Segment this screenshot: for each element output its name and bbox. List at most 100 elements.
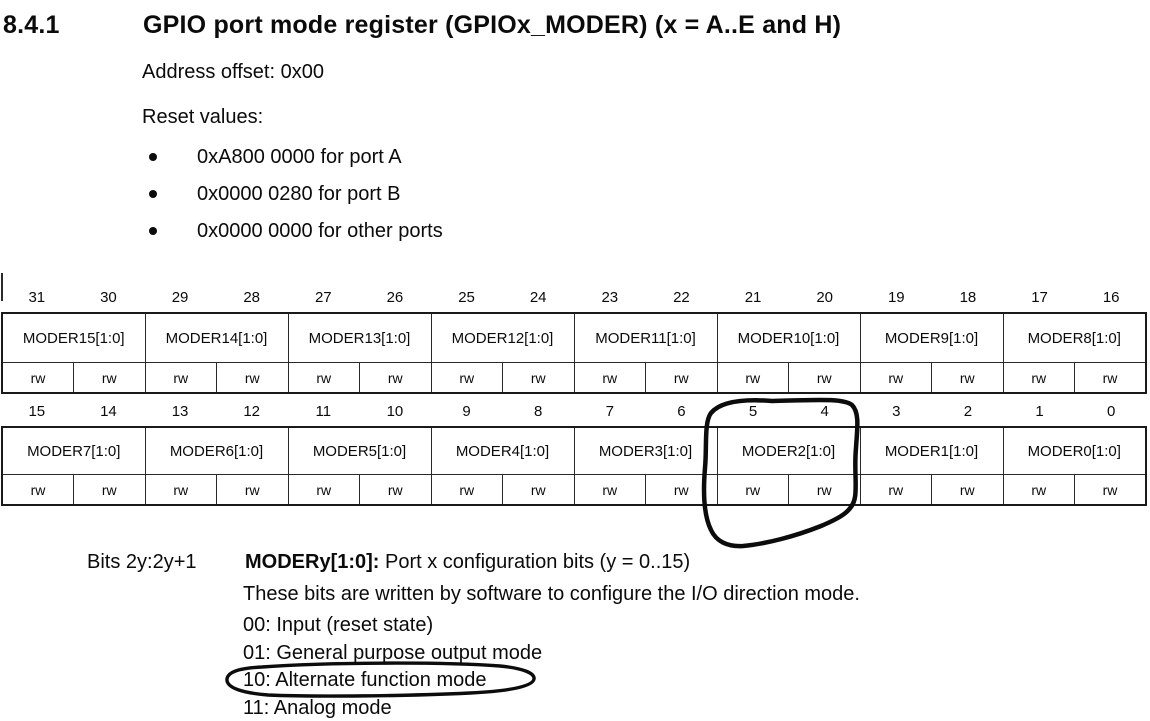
bit-number: 2 (963, 403, 973, 420)
reset-value-item: 0x0000 0000 for other ports (197, 220, 443, 242)
reset-value-item: 0xA800 0000 for port A (197, 146, 402, 168)
bit-number: 13 (171, 403, 189, 420)
access-type-cell: rw (1074, 362, 1147, 394)
register-field-cell: MODER9[1:0] (859, 312, 1004, 363)
access-type-cell: rw (359, 474, 432, 506)
table-edge-tick (1, 273, 3, 301)
access-type-cell: rw (645, 474, 718, 506)
register-field-cell: MODER2[1:0] (716, 426, 861, 475)
bit-number: 4 (820, 403, 829, 420)
access-type-cell: rw (287, 362, 360, 394)
access-type-cell: rw (859, 362, 932, 394)
field-name: MODERy[1:0]: (245, 551, 380, 573)
access-type-cell: rw (1, 362, 74, 394)
access-type-cell: rw (1002, 474, 1075, 506)
bit-number: 7 (605, 403, 614, 420)
access-type-cell: rw (1, 474, 74, 506)
register-field-cell: MODER14[1:0] (144, 312, 289, 363)
bit-number: 30 (100, 289, 117, 306)
mode-option-10: 10: Alternate function mode (243, 669, 487, 691)
register-field-cell: MODER4[1:0] (430, 426, 575, 475)
access-type-cell: rw (430, 474, 503, 506)
bullet-icon (149, 153, 157, 161)
access-type-cell: rw (716, 474, 789, 506)
bit-number: 25 (458, 289, 475, 306)
register-field-cell: MODER15[1:0] (1, 312, 146, 363)
bullet-icon (149, 190, 157, 198)
section-number: 8.4.1 (3, 11, 60, 39)
bit-number: 20 (816, 289, 834, 306)
bit-number: 17 (1031, 289, 1048, 306)
access-type-cell: rw (144, 474, 217, 506)
register-field-cell: MODER0[1:0] (1002, 426, 1147, 475)
access-type-cell: rw (73, 474, 146, 506)
register-field-cell: MODER5[1:0] (287, 426, 432, 475)
access-type-cell: rw (645, 362, 718, 394)
bit-number: 28 (243, 289, 261, 306)
access-type-cell: rw (216, 362, 289, 394)
bit-number: 11 (315, 403, 332, 420)
register-field-cell: MODER8[1:0] (1002, 312, 1147, 363)
register-table-low: MODER7[1:0]MODER6[1:0]MODER5[1:0]MODER4[… (1, 426, 1147, 506)
access-type-cell: rw (73, 362, 146, 394)
access-type-cell: rw (788, 474, 861, 506)
access-type-cell: rw (573, 474, 646, 506)
bit-number: 15 (28, 403, 46, 420)
bit-number: 29 (171, 289, 189, 306)
register-field-cell: MODER10[1:0] (716, 312, 861, 363)
bit-number: 9 (462, 403, 471, 420)
bit-number: 31 (28, 289, 46, 306)
page-title: GPIO port mode register (GPIOx_MODER) (x… (143, 11, 842, 39)
access-type-cell: rw (931, 362, 1004, 394)
bit-number: 12 (243, 403, 261, 420)
register-table-high: MODER15[1:0]MODER14[1:0]MODER13[1:0]MODE… (1, 312, 1147, 394)
register-field-cell: MODER3[1:0] (573, 426, 718, 475)
bit-number: 3 (892, 403, 901, 420)
access-type-cell: rw (287, 474, 360, 506)
bit-number: 10 (386, 403, 404, 420)
register-field-cell: MODER11[1:0] (573, 312, 718, 363)
field-description: Port x configuration bits (y = 0..15) (379, 551, 691, 573)
bits-range-label: Bits 2y:2y+1 (87, 551, 197, 573)
register-field-cell: MODER12[1:0] (430, 312, 575, 363)
access-type-cell: rw (430, 362, 503, 394)
access-type-cell: rw (216, 474, 289, 506)
bit-number: 18 (959, 289, 977, 306)
access-type-cell: rw (502, 362, 575, 394)
bit-number: 8 (534, 403, 543, 420)
access-type-cell: rw (931, 474, 1004, 506)
reset-value-item: 0x0000 0280 for port B (197, 183, 401, 205)
mode-option-01: 01: General purpose output mode (243, 642, 543, 664)
mode-option-11: 11: Analog mode (243, 697, 392, 719)
bit-number: 1 (1035, 403, 1044, 420)
bullet-icon (149, 227, 157, 235)
bit-number: 24 (529, 289, 547, 306)
access-type-cell: rw (788, 362, 861, 394)
register-field-cell: MODER13[1:0] (287, 312, 432, 363)
mode-option-00: 00: Input (reset state) (243, 614, 434, 636)
access-type-cell: rw (859, 474, 932, 506)
access-type-cell: rw (502, 474, 575, 506)
register-field-cell: MODER1[1:0] (859, 426, 1004, 475)
bit-number: 19 (887, 289, 905, 306)
bit-number: 0 (1107, 403, 1116, 420)
access-type-cell: rw (359, 362, 432, 394)
access-type-cell: rw (1002, 362, 1075, 394)
field-definition-line: MODERy[1:0]: Port x configuration bits (… (245, 551, 690, 574)
register-field-row: MODER7[1:0]MODER6[1:0]MODER5[1:0]MODER4[… (1, 426, 1147, 475)
bit-number: 5 (748, 403, 758, 420)
access-type-cell: rw (144, 362, 217, 394)
reset-values-label: Reset values: (142, 106, 264, 128)
access-type-cell: rw (716, 362, 789, 394)
register-field-cell: MODER6[1:0] (144, 426, 289, 475)
bit-number: 23 (601, 289, 619, 306)
bit-number: 14 (100, 403, 117, 420)
bit-number: 21 (744, 289, 762, 306)
bit-number: 16 (1102, 289, 1120, 306)
address-offset: Address offset: 0x00 (142, 61, 324, 83)
access-type-cell: rw (573, 362, 646, 394)
